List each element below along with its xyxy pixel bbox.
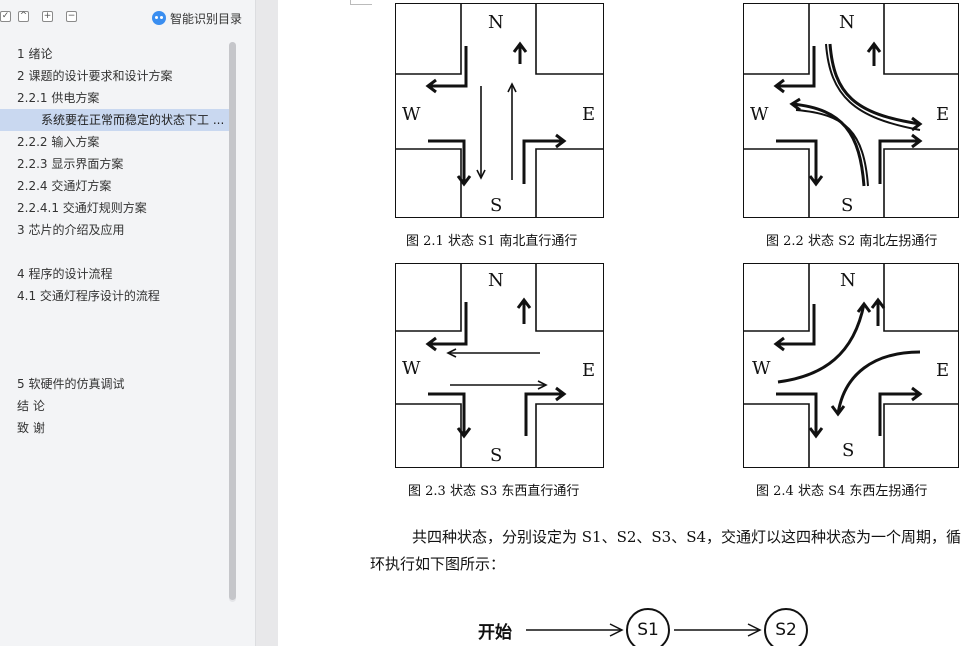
toc-item[interactable]: 3 芯片的介绍及应用 xyxy=(17,223,125,237)
toc-sidebar: ✓ ^ + − 智能识别目录 1 绪论 2 课题的设计要求和设计方案 2.2.1… xyxy=(0,0,256,646)
figure-2-4: N S W E xyxy=(743,263,959,468)
compass-east: E xyxy=(936,360,949,381)
compass-south: S xyxy=(841,195,853,216)
toc-item[interactable]: 2.2.4.1 交通灯规则方案 xyxy=(17,201,147,215)
compass-west: W xyxy=(750,104,769,125)
document-page: N S W E 图 2.1 状态 S1 南北直行通行 N S W E 图 2.2… xyxy=(278,0,980,646)
figure-2-3: N S W E xyxy=(395,263,604,468)
flow-start-label: 开始 xyxy=(478,623,512,643)
collapse-all-icon[interactable]: ^ xyxy=(18,11,29,22)
toc-item[interactable]: 1 绪论 xyxy=(17,47,53,61)
figure-caption: 图 2.3 状态 S3 东西直行通行 xyxy=(408,484,580,499)
toc-item[interactable]: 2.2.3 显示界面方案 xyxy=(17,157,124,171)
compass-south: S xyxy=(490,445,502,466)
ai-toc-button[interactable]: 智能识别目录 xyxy=(152,10,242,26)
compass-east: E xyxy=(582,360,595,381)
compass-west: W xyxy=(752,358,771,379)
body-paragraph-line-2: 环执行如下图所示： xyxy=(370,555,506,573)
compass-east: E xyxy=(936,104,949,125)
compass-west: W xyxy=(402,358,421,379)
toc-item[interactable]: 2.2.2 输入方案 xyxy=(17,135,100,149)
ai-assistant-icon xyxy=(152,11,166,25)
toc-item[interactable]: 5 软硬件的仿真调试 xyxy=(17,377,125,391)
toc-toolbar: ✓ ^ + − 智能识别目录 xyxy=(0,8,256,28)
compass-east: E xyxy=(582,104,595,125)
toc-scrollbar-thumb[interactable] xyxy=(229,42,236,600)
toc-item[interactable]: 4.1 交通灯程序设计的流程 xyxy=(17,289,160,303)
compass-north: N xyxy=(488,12,504,33)
figure-caption: 图 2.1 状态 S1 南北直行通行 xyxy=(406,234,578,249)
flow-node-s2: S2 xyxy=(764,608,808,646)
checkbox-icon[interactable]: ✓ xyxy=(0,11,11,22)
flow-node-s1: S1 xyxy=(626,608,670,646)
compass-south: S xyxy=(842,440,854,461)
toc-item[interactable]: 结 论 xyxy=(17,399,45,413)
page-corner-mark xyxy=(350,0,372,5)
compass-north: N xyxy=(839,12,855,33)
minus-icon[interactable]: − xyxy=(66,11,77,22)
state-cycle-diagram: 开始 S1 S2 xyxy=(478,600,838,646)
compass-south: S xyxy=(490,195,502,216)
expand-all-icon[interactable]: + xyxy=(42,11,53,22)
ai-toc-label: 智能识别目录 xyxy=(170,11,243,26)
figure-2-1: N S W E xyxy=(395,3,604,218)
compass-west: W xyxy=(402,104,421,125)
figure-caption: 图 2.2 状态 S2 南北左拐通行 xyxy=(766,234,938,249)
toc-item[interactable]: 4 程序的设计流程 xyxy=(17,267,113,281)
toc-item[interactable]: 2.2.4 交通灯方案 xyxy=(17,179,112,193)
figure-caption: 图 2.4 状态 S4 东西左拐通行 xyxy=(756,484,928,499)
toc-item[interactable]: 致 谢 xyxy=(17,421,45,435)
figure-2-2: N S W E xyxy=(743,3,959,218)
toc-item[interactable]: 2 课题的设计要求和设计方案 xyxy=(17,69,173,83)
toc-item[interactable]: 2.2.1 供电方案 xyxy=(17,91,100,105)
body-paragraph-line-1: 共四种状态，分别设定为 S1、S2、S3、S4，交通灯以这四种状态为一个周期，循 xyxy=(412,528,962,546)
compass-north: N xyxy=(488,270,504,291)
compass-north: N xyxy=(840,270,856,291)
toc-item-active[interactable]: 系统要在正常而稳定的状态下工 ... xyxy=(0,109,232,131)
